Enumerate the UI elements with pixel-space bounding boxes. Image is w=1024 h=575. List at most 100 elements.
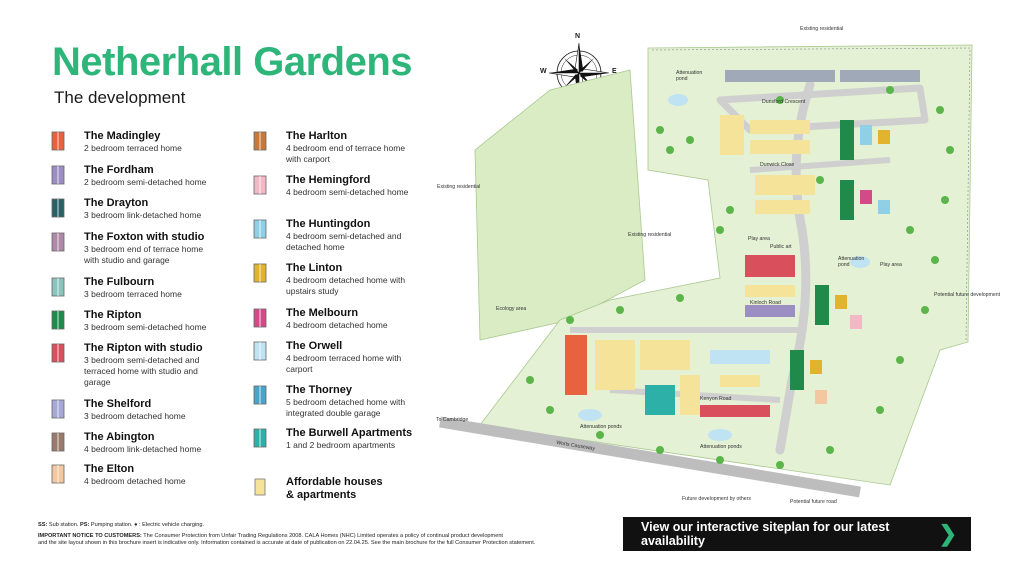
legend-affordable: Affordable houses & apartments [240,476,383,502]
interactive-siteplan-button[interactable]: View our interactive siteplan for our la… [623,517,971,551]
label-existing-residential-left: Existing residential [437,184,481,190]
cta-label: View our interactive siteplan for our la… [641,520,890,548]
house-type-swatch-icon [38,232,78,252]
house-type-name: The Linton [286,262,343,274]
house-type-desc: 3 bedroom semi-detached home [84,322,207,332]
attenuation-pond-right [850,256,870,268]
label-attenuation-pond-right: Attenuation pond [838,256,865,268]
house-type-name: The Huntingdon [286,218,371,230]
house-type-name: The Foxton with studio [84,231,205,243]
house-type-swatch-icon [240,341,280,361]
note-ps-text: Pumping station. [89,522,135,528]
house-type-desc: 4 bedroom semi-detached home [286,187,409,197]
house-type-desc: 2 bedroom semi-detached home [84,177,207,187]
label-future-development: Future development by others [682,496,751,502]
house-type-name: The Melbourn [286,307,359,319]
house-type-desc: 4 bedroom detached home [84,476,186,486]
attenuation-pond-bottom2 [708,429,732,441]
label-street-dunwick: Dunwick Close [760,162,795,168]
house-type-desc: 1 and 2 bedroom apartments [286,440,396,450]
house-type-desc: 4 bedroom link-detached home [84,444,202,454]
house-type-desc: 4 bedroom terraced home with carport [286,353,402,374]
house-type-name: The Madingley [84,130,161,142]
note-ps: PS: [79,522,90,528]
house-type-desc: 3 bedroom terraced home [84,289,182,299]
house-type-desc: 4 bedroom end of terrace home with carpo… [286,143,406,164]
page-subtitle: The development [54,88,186,107]
house-type-name: The Harlton [286,130,348,142]
house-type-name: The Thorney [286,384,353,396]
label-existing-residential-top: Existing residential [800,26,844,32]
house-type-name: The Fordham [84,164,154,176]
compass-n: N [575,33,581,40]
page-title: Netherhall Gardens [52,40,413,84]
road-mid [749,157,891,173]
label-attenuation-ponds-bottom2: Attenuation ponds [700,444,742,450]
compass-w: W [540,68,547,75]
house-type-swatch-icon [38,198,78,218]
note-ev-text: ● : Electric vehicle charging. [134,522,205,528]
house-type-name: The Ripton with studio [84,342,203,354]
house-type-name: The Burwell Apartments [286,427,413,439]
house-type-desc: 2 bedroom terraced home [84,143,182,153]
house-type-swatch-icon [38,277,78,297]
attenuation-pond-top [668,94,688,106]
label-street-kinloch: Kinloch Road [750,300,781,306]
house-type-desc: 5 bedroom detached home with integrated … [286,397,406,418]
house-type-name: The Abington [84,431,155,443]
house-type-name: The Drayton [84,197,149,209]
note-ss-text: Sub station. [47,522,80,528]
housing-blocks [565,70,920,417]
footnotes: SS: Sub station. PS: Pumping station. ● … [38,522,558,548]
affordable-swatch [240,477,280,497]
house-type-name: The Hemingford [286,174,371,186]
house-type-swatch-icon [38,131,78,151]
house-type-desc: 3 bedroom end of terrace home with studi… [84,244,204,265]
note-important: IMPORTANT NOTICE TO CUSTOMERS: [38,532,142,539]
house-type-swatch-icon [38,464,78,484]
label-to-cambridge: To Cambridge [436,417,469,423]
house-type-desc: 3 bedroom link-detached home [84,210,202,220]
house-type-desc: 3 bedroom semi-detached and terraced hom… [84,355,200,387]
note-ss: SS: [38,522,48,528]
house-type-name: The Orwell [286,340,343,352]
label-public-art: Public art [770,244,792,250]
house-type-desc: 4 bedroom semi-detached and detached hom… [286,231,402,252]
site-plan-map[interactable] [420,30,1020,510]
attenuation-pond-bottom [578,409,602,421]
house-type-desc: 4 bedroom detached home [286,320,388,330]
label-play-area: Play area [748,236,770,242]
house-type-swatch-icon [240,131,280,151]
house-type-swatch-icon [38,399,78,419]
note-important-text: The Consumer Protection from Unfair Trad… [141,532,503,539]
house-type-swatch-icon [240,263,280,283]
trees [526,86,954,469]
house-type-swatch-icon [240,219,280,239]
chevron-right-icon: ❯ [938,521,957,546]
house-type-name: The Shelford [84,398,152,410]
house-type-name: The Fulbourn [84,276,155,288]
label-potential-future-development: Potential future development [934,292,1001,298]
house-type-desc: 3 bedroom detached home [84,411,186,421]
label-attenuation-pond-top: Attenuation pond [676,70,703,82]
affordable-line1: Affordable houses [286,476,383,488]
house-type-name: The Ripton [84,309,142,321]
